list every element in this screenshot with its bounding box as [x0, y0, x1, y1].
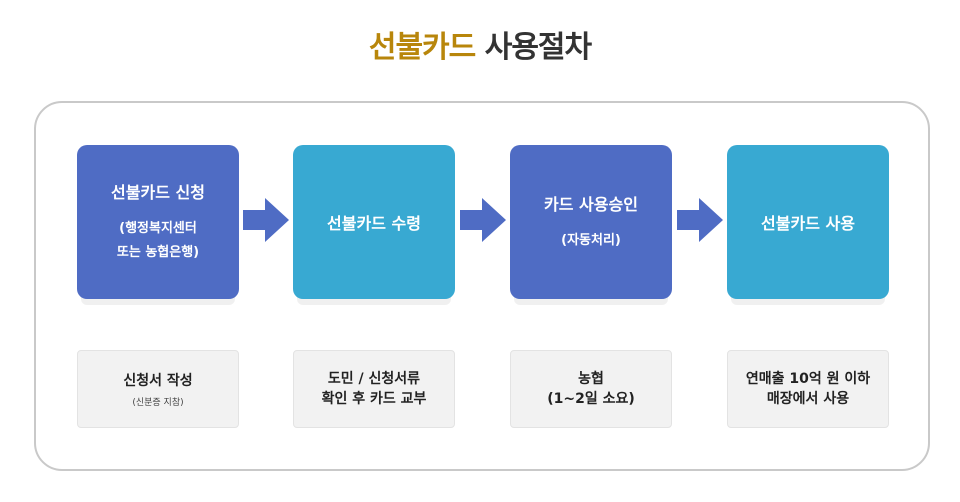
step-subtitle-line1: (자동처리) — [561, 233, 621, 248]
note-line2: (1~2일 소요) — [547, 391, 635, 407]
title-accent: 선불카드 — [368, 30, 476, 65]
note-small: (신분증 지참) — [132, 397, 184, 408]
note-apply: 신청서 작성 (신분증 지참) — [77, 350, 239, 428]
note-line1: 농협 — [578, 371, 604, 387]
step-subtitle: (행정복지센터 또는 농협은행) — [117, 217, 199, 265]
step-title: 선불카드 수령 — [327, 214, 421, 233]
note-line2: 확인 후 카드 교부 — [321, 391, 427, 407]
step-approve: 카드 사용승인 (자동처리) — [510, 145, 710, 309]
step-subtitle: (자동처리) — [561, 229, 621, 253]
step-use: 선불카드 사용 — [727, 145, 927, 309]
arrow-right-icon — [460, 198, 506, 242]
step-apply: 선불카드 신청 (행정복지센터 또는 농협은행) — [77, 145, 277, 309]
step-subtitle-line2: 또는 농협은행) — [116, 245, 200, 260]
note-use: 연매출 10억 원 이하 매장에서 사용 — [727, 350, 889, 428]
page-title: 선불카드 사용절차 — [0, 22, 960, 66]
note-line1: 신청서 작성 — [123, 372, 193, 389]
note-approve: 농협 (1~2일 소요) — [510, 350, 672, 428]
step-title: 카드 사용승인 — [544, 195, 638, 214]
step-title: 선불카드 신청 — [111, 183, 205, 202]
title-rest: 사용절차 — [484, 30, 592, 65]
step-receive: 선불카드 수령 — [293, 145, 493, 309]
arrow-right-icon — [677, 198, 723, 242]
step-title: 선불카드 사용 — [761, 214, 855, 233]
arrow-right-icon — [243, 198, 289, 242]
step-subtitle-line1: (행정복지센터 — [119, 221, 197, 236]
note-line1: 도민 / 신청서류 — [327, 371, 421, 387]
note-receive: 도민 / 신청서류 확인 후 카드 교부 — [293, 350, 455, 428]
note-line1: 연매출 10억 원 이하 — [745, 371, 871, 387]
note-line2: 매장에서 사용 — [766, 391, 850, 407]
